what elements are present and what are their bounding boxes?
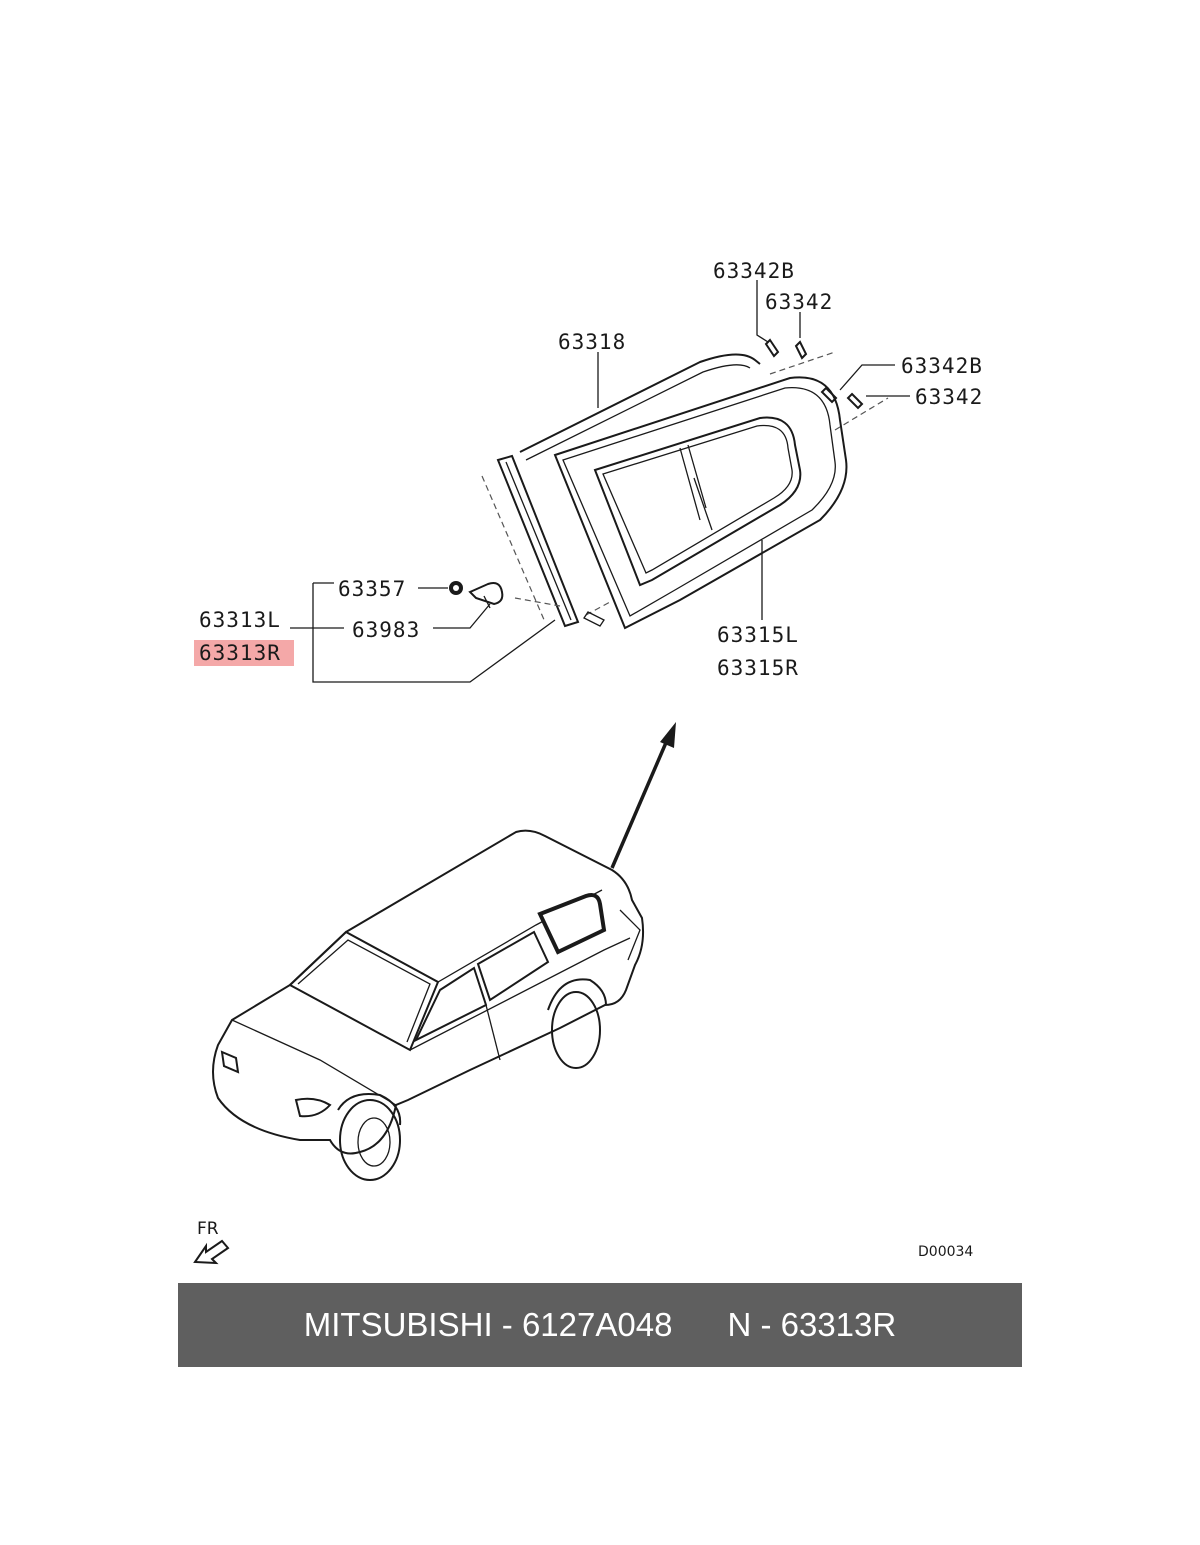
label-63342B-top: 63342B (713, 259, 795, 283)
car-body-outline (212, 829, 645, 1155)
part-info-banner: MITSUBISHI - 6127A048 N - 63313R (178, 1283, 1022, 1367)
headlight (220, 1050, 240, 1074)
label-63313R: 63313R (199, 641, 281, 665)
rear-wheel-arch (547, 978, 607, 1011)
moulding-strip (519, 353, 761, 453)
car-quarter-window (537, 893, 607, 955)
clip-63342-top (794, 340, 808, 360)
label-63313L: 63313L (199, 608, 281, 632)
rear-wheel (551, 991, 601, 1069)
front-wheel (339, 1099, 401, 1181)
fr-label: FR (197, 1219, 219, 1239)
ref-prefix: N (727, 1306, 752, 1343)
part-number: 6127A048 (521, 1306, 673, 1343)
label-63315R: 63315R (717, 656, 799, 680)
leader-lines (290, 280, 910, 683)
clip-63983 (468, 582, 504, 606)
quarter-window-assembly (449, 338, 889, 630)
rear-door-window (476, 930, 550, 1002)
label-63315L: 63315L (717, 623, 799, 647)
label-63318: 63318 (558, 330, 626, 354)
glass-pane (593, 416, 802, 587)
fr-arrow-icon (193, 1239, 230, 1265)
pointer-arrow (610, 722, 676, 869)
label-63342B-right: 63342B (901, 354, 983, 378)
window-frame-outer (553, 376, 848, 630)
label-63342-top: 63342 (765, 290, 833, 314)
clip-63342B-right (820, 386, 838, 404)
vehicle-illustration (212, 829, 645, 1181)
windshield (288, 930, 440, 1052)
highlight-63313R (194, 640, 294, 666)
front-direction-indicator: FR (193, 1219, 230, 1265)
ref-number: 63313R (780, 1306, 897, 1343)
diagram-code: D00034 (918, 1244, 973, 1260)
part-labels: 63342B 63342 63318 63342B 63342 63357 63… (194, 259, 983, 680)
brand-name: MITSUBISHI (303, 1306, 493, 1343)
clip-63342-right (846, 392, 864, 410)
weatherstrip (496, 454, 580, 628)
label-63357: 63357 (338, 577, 406, 601)
clip-63342B-top (764, 338, 780, 358)
fog-light (294, 1097, 332, 1118)
label-63342-right: 63342 (915, 385, 983, 409)
label-63983: 63983 (352, 618, 420, 642)
